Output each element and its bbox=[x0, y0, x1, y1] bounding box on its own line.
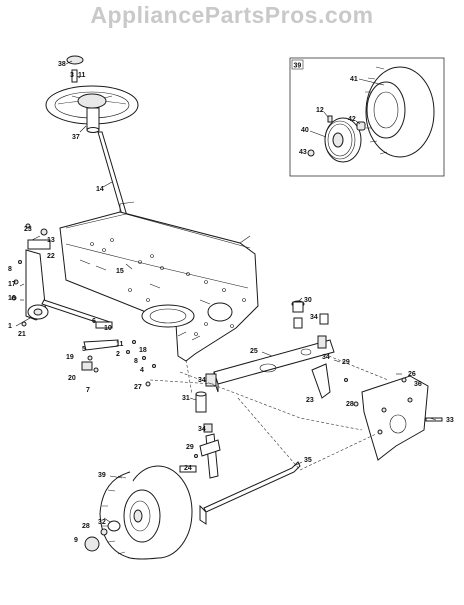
callout: 5 bbox=[82, 346, 86, 353]
leader-lines bbox=[15, 60, 437, 523]
callout: 27 bbox=[134, 384, 142, 391]
callout: 8 bbox=[134, 358, 138, 365]
callout: 28 bbox=[82, 523, 90, 530]
callout: 15 bbox=[116, 268, 124, 275]
callout: 9 bbox=[74, 537, 78, 544]
callouts: 38 3 11 37 14 23 13 22 8 17 16 1 21 15 6… bbox=[8, 61, 454, 544]
callout: 8 bbox=[8, 266, 12, 273]
callout: 39 bbox=[98, 472, 106, 479]
callout: 29 bbox=[342, 359, 350, 366]
callout: 14 bbox=[96, 186, 104, 193]
wheel-assembly-inset: 39 41 12 42 bbox=[289, 57, 445, 177]
callout: 4 bbox=[140, 367, 144, 374]
callout: 10 bbox=[104, 325, 112, 332]
callout: 17 bbox=[8, 281, 16, 288]
callout: 24 bbox=[184, 465, 192, 472]
callout: 33 bbox=[446, 417, 454, 424]
callout: 26 bbox=[408, 371, 416, 378]
callout: 31 bbox=[182, 395, 190, 402]
inset-label: 39 bbox=[294, 63, 302, 70]
callout: 7 bbox=[86, 387, 90, 394]
callout: 1 bbox=[8, 323, 12, 330]
drag-link bbox=[81, 321, 156, 387]
callout: 35 bbox=[304, 457, 312, 464]
watermark: AppliancePartsPros.com bbox=[90, 2, 374, 28]
callout: 21 bbox=[18, 331, 26, 338]
callout: 3 bbox=[70, 72, 74, 79]
inset-callout: 42 bbox=[348, 116, 356, 123]
callout: 23 bbox=[306, 397, 314, 404]
tie-rod bbox=[194, 378, 348, 525]
callout: 30 bbox=[304, 297, 312, 304]
callout: 34 bbox=[198, 377, 206, 384]
callout: 11 bbox=[78, 72, 86, 79]
callout: 23 bbox=[24, 226, 32, 233]
inset-callout: 43 bbox=[299, 149, 307, 156]
inset-tire bbox=[365, 66, 435, 158]
callout: 34 bbox=[310, 314, 318, 321]
callout: 22 bbox=[47, 253, 55, 260]
callout: 13 bbox=[47, 237, 55, 244]
inset-cap bbox=[307, 149, 315, 157]
callout: 36 bbox=[414, 381, 422, 388]
callout: 34 bbox=[322, 354, 330, 361]
callout: 32 bbox=[98, 519, 106, 526]
frame bbox=[59, 201, 259, 362]
callout: 29 bbox=[186, 444, 194, 451]
inset-callout: 41 bbox=[350, 76, 358, 83]
callout: 20 bbox=[68, 375, 76, 382]
front-axle bbox=[195, 300, 335, 433]
steering-wheel bbox=[45, 55, 139, 133]
callout: 19 bbox=[66, 354, 74, 361]
callout: 37 bbox=[72, 134, 80, 141]
inset-rim bbox=[324, 117, 362, 163]
callout: 34 bbox=[198, 426, 206, 433]
inset-valve bbox=[327, 115, 333, 123]
axle-bracket bbox=[353, 375, 443, 461]
callout: 6 bbox=[92, 318, 96, 325]
steering-gear-linkage bbox=[11, 223, 111, 327]
callout: 16 bbox=[8, 295, 16, 302]
inset-callout: 40 bbox=[301, 127, 309, 134]
front-wheel bbox=[84, 465, 193, 560]
callout: 11 bbox=[116, 341, 124, 348]
inset-callout: 12 bbox=[316, 107, 324, 114]
callout: 2 bbox=[116, 351, 120, 358]
callout: 18 bbox=[139, 347, 147, 354]
inset-bushing bbox=[356, 121, 366, 131]
callout: 25 bbox=[250, 348, 258, 355]
spindles bbox=[179, 363, 331, 479]
callout: 28 bbox=[346, 401, 354, 408]
callout: 38 bbox=[58, 61, 66, 68]
